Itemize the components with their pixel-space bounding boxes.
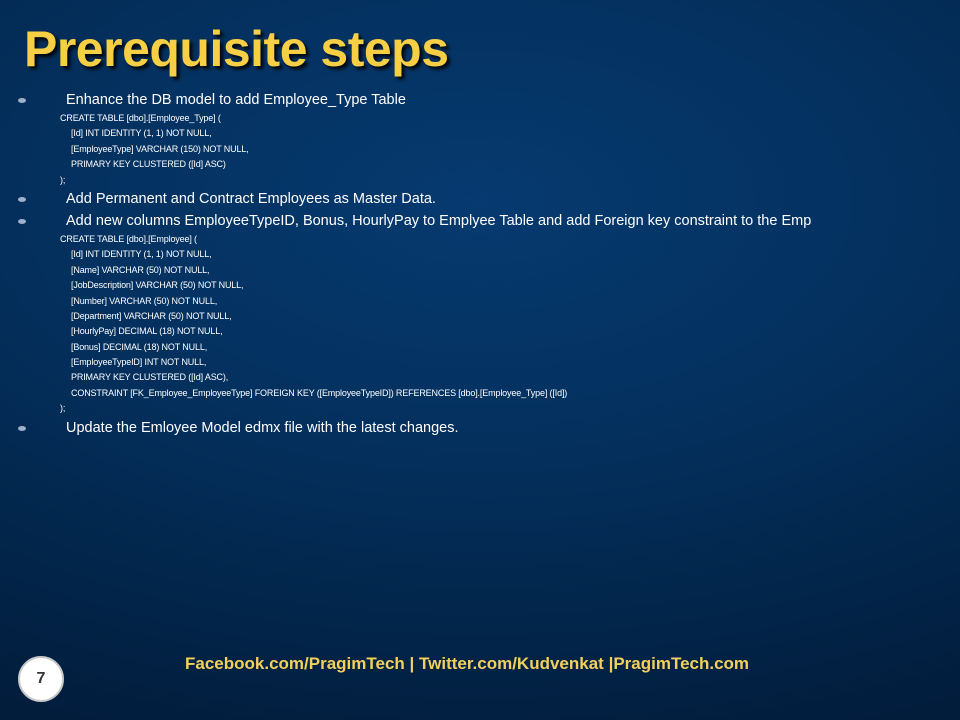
code-line: CREATE TABLE [dbo].[Employee] ( bbox=[60, 233, 197, 244]
footer-links: Facebook.com/PragimTech | Twitter.com/Ku… bbox=[185, 654, 750, 673]
code-block-employee-type: CREATE TABLE [dbo].[Employee_Type] ( [Id… bbox=[0, 111, 960, 188]
code-line: ); bbox=[60, 174, 66, 185]
bullet-dot-icon bbox=[18, 196, 26, 202]
bullet-item: Add new columns EmployeeTypeID, Bonus, H… bbox=[0, 210, 960, 232]
bullet-dot-icon bbox=[18, 218, 26, 224]
code-block-employee: CREATE TABLE [dbo].[Employee] ( [Id] INT… bbox=[0, 232, 960, 417]
code-line: [Department] VARCHAR (50) NOT NULL, bbox=[71, 310, 232, 321]
code-line: CREATE TABLE [dbo].[Employee_Type] ( bbox=[60, 113, 221, 123]
page-number-badge: 7 bbox=[18, 656, 64, 702]
bullet-text: Enhance the DB model to add Employee_Typ… bbox=[66, 92, 406, 108]
bullet-text: Add new columns EmployeeTypeID, Bonus, H… bbox=[66, 212, 812, 229]
bullet-item: Update the Emloyee Model edmx file with … bbox=[0, 417, 960, 439]
code-line: [Bonus] DECIMAL (18) NOT NULL, bbox=[71, 341, 208, 352]
code-line: [Number] VARCHAR (50) NOT NULL, bbox=[71, 295, 218, 306]
code-line: ); bbox=[60, 403, 66, 414]
code-line: [JobDescription] VARCHAR (50) NOT NULL, bbox=[71, 280, 244, 291]
slide-content: Enhance the DB model to add Employee_Typ… bbox=[0, 89, 960, 439]
slide-title: Prerequisite steps bbox=[24, 21, 449, 77]
code-line: PRIMARY KEY CLUSTERED ([Id] ASC), bbox=[71, 372, 229, 383]
code-line: PRIMARY KEY CLUSTERED ([Id] ASC) bbox=[71, 159, 226, 170]
code-line: [EmployeeType] VARCHAR (150) NOT NULL, bbox=[71, 143, 249, 154]
code-line: CONSTRAINT [FK_Employee_EmployeeType] FO… bbox=[71, 387, 568, 398]
code-line: [Name] VARCHAR (50) NOT NULL, bbox=[71, 264, 210, 275]
bullet-text: Update the Emloyee Model edmx file with … bbox=[66, 419, 459, 436]
code-line: [Id] INT IDENTITY (1, 1) NOT NULL, bbox=[71, 249, 212, 260]
bullet-item: Enhance the DB model to add Employee_Typ… bbox=[0, 89, 960, 111]
code-line: [EmployeeTypeID] INT NOT NULL, bbox=[71, 357, 207, 368]
bullet-dot-icon bbox=[18, 98, 26, 103]
bullet-dot-icon bbox=[18, 425, 26, 431]
code-line: [Id] INT IDENTITY (1, 1) NOT NULL, bbox=[71, 128, 212, 139]
code-line: [HourlyPay] DECIMAL (18) NOT NULL, bbox=[71, 326, 223, 337]
bullet-text: Add Permanent and Contract Employees as … bbox=[66, 190, 436, 207]
bullet-item: Add Permanent and Contract Employees as … bbox=[0, 188, 960, 210]
